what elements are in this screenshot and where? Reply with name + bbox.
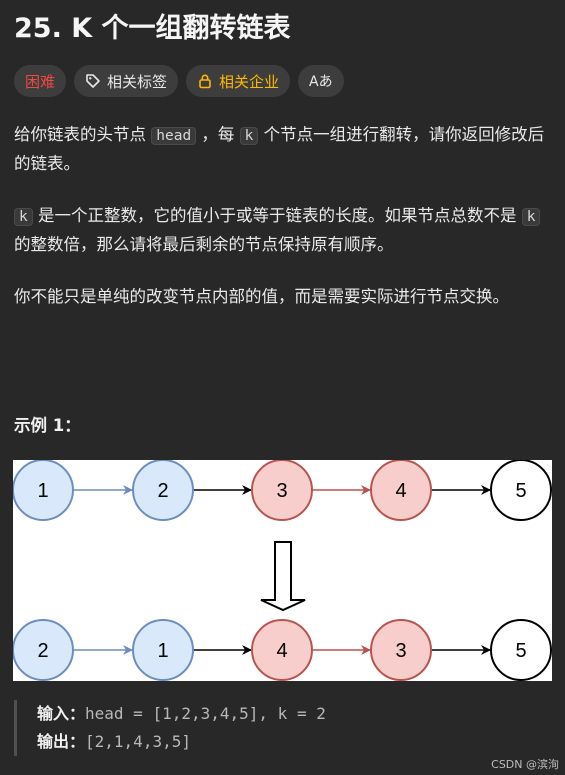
bottom-node-label: 2 <box>37 640 48 662</box>
input-label: 输入： <box>37 704 86 723</box>
related-companies-button[interactable]: 相关企业 <box>186 65 291 97</box>
top-node-circle <box>370 460 432 521</box>
related-tags-button[interactable]: 相关标签 <box>74 65 179 97</box>
bottom-node-label: 1 <box>157 640 168 662</box>
code-k: k <box>239 127 259 145</box>
top-node-circle <box>251 460 313 521</box>
related-companies-label: 相关企业 <box>219 72 280 91</box>
tag-bar: 困难 相关标签 相关企业 Aあ <box>14 65 344 97</box>
bottom-node-label: 4 <box>276 640 287 662</box>
lock-icon <box>197 73 213 89</box>
bottom-node-circle <box>370 619 432 681</box>
linked-list-diagram: 1 2 3 4 5 2 1 4 3 5 <box>13 460 552 681</box>
diagram-svg: 1 2 3 4 5 2 1 4 3 5 <box>13 460 552 681</box>
top-node-label: 5 <box>515 480 526 502</box>
top-row: 1 2 3 4 5 <box>13 460 552 521</box>
bottom-node-label: 3 <box>395 640 406 662</box>
example-title: 示例 1： <box>14 416 81 435</box>
example-output-line: 输出：[2,1,4,3,5] <box>37 728 552 756</box>
watermark: CSDN @滨洵 <box>491 758 559 771</box>
top-node-label: 2 <box>157 480 168 502</box>
translate-icon: Aあ <box>309 74 333 90</box>
description-paragraph-2: k 是一个正整数，它的值小于或等于链表的长度。如果节点总数不是 k 的整数倍，那… <box>14 202 552 258</box>
example-io-block: 输入：head = [1,2,3,4,5], k = 2 输出：[2,1,4,3… <box>14 700 552 756</box>
example-input-line: 输入：head = [1,2,3,4,5], k = 2 <box>37 700 552 728</box>
tag-icon <box>85 73 101 89</box>
code-k: k <box>521 208 541 226</box>
bottom-node-circle <box>490 619 552 681</box>
difficulty-badge: 困难 <box>14 65 67 97</box>
bottom-node-label: 5 <box>515 640 526 662</box>
input-value: head = [1,2,3,4,5], k = 2 <box>85 704 326 723</box>
output-label: 输出： <box>37 732 86 751</box>
down-arrow-icon <box>260 541 306 612</box>
top-node-circle <box>13 460 74 521</box>
description-paragraph-1: 给你链表的头节点 head ，每 k 个节点一组进行翻转，请你返回修改后的链表。 <box>14 125 545 173</box>
code-k: k <box>14 208 33 226</box>
top-node-circle <box>490 460 552 521</box>
bottom-node-circle <box>13 619 74 681</box>
description-paragraph-3: 你不能只是单纯的改变节点内部的值，而是需要实际进行节点交换。 <box>14 287 509 306</box>
top-node-label: 1 <box>37 480 48 502</box>
top-node-label: 4 <box>395 480 406 502</box>
problem-title: 25. K 个一组翻转链表 <box>14 13 291 44</box>
translate-button[interactable]: Aあ <box>298 65 344 97</box>
top-node-circle <box>132 460 194 521</box>
top-node-label: 3 <box>276 480 287 502</box>
bottom-node-circle <box>132 619 194 681</box>
output-value: [2,1,4,3,5] <box>85 732 191 751</box>
bottom-node-circle <box>251 619 313 681</box>
related-tags-label: 相关标签 <box>107 72 168 91</box>
code-head: head <box>151 127 197 145</box>
bottom-row: 2 1 4 3 5 <box>13 619 552 681</box>
